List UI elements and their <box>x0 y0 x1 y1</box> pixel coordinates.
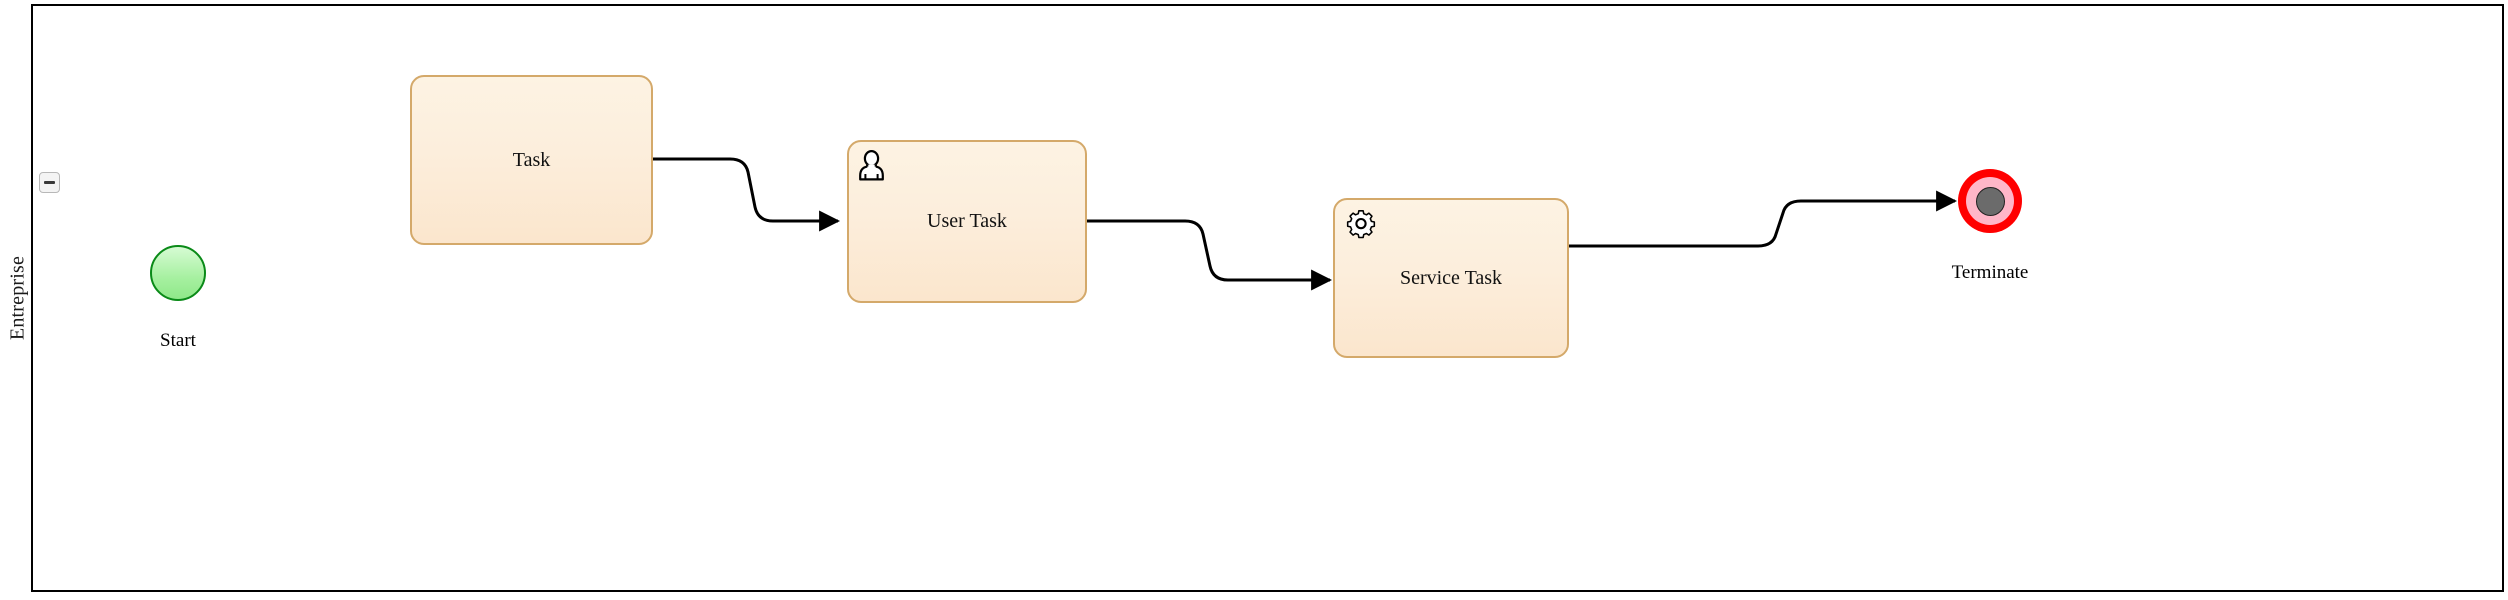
task-activity[interactable]: Task <box>410 75 653 245</box>
gear-icon <box>1344 207 1378 241</box>
lane-label: Entreprise <box>6 255 28 341</box>
start-event-label: Start <box>160 330 196 351</box>
user-task-activity[interactable]: User Task <box>847 140 1087 303</box>
minus-icon <box>44 181 55 184</box>
terminate-core-icon <box>1975 186 2005 216</box>
user-icon <box>858 149 892 183</box>
service-task-activity[interactable]: Service Task <box>1333 198 1569 358</box>
user-task-activity-label: User Task <box>927 210 1007 232</box>
start-event[interactable] <box>150 245 206 301</box>
terminate-end-event[interactable] <box>1958 169 2022 233</box>
terminate-inner-ring <box>1966 177 2014 225</box>
task-activity-label: Task <box>512 148 551 171</box>
terminate-end-event-label: Terminate <box>1951 262 2029 283</box>
service-task-activity-label: Service Task <box>1399 266 1503 289</box>
lane-header[interactable]: Entreprise <box>4 4 33 592</box>
collapse-lane-button[interactable] <box>39 172 60 193</box>
pool-entreprise[interactable] <box>4 4 2504 592</box>
